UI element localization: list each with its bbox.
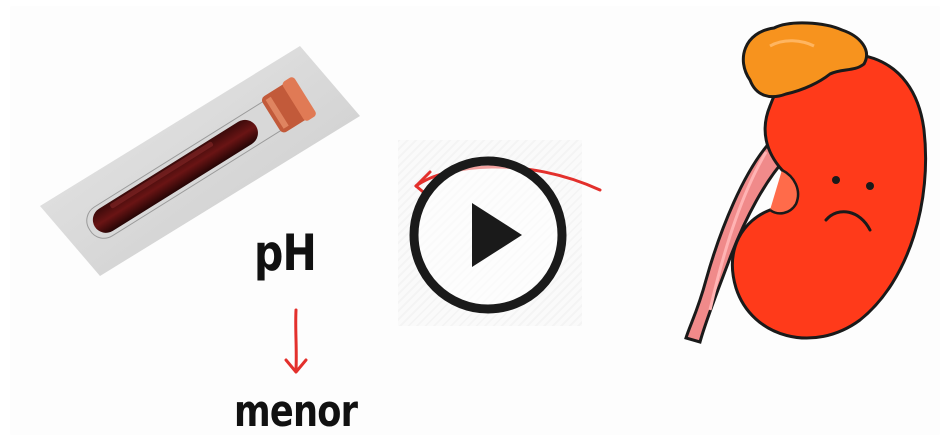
blood-test-tube-icon <box>40 46 360 280</box>
kidney-character-icon <box>674 20 934 354</box>
menor-label: menor <box>234 386 358 435</box>
ph-label: pH <box>254 224 317 282</box>
down-arrow-icon <box>278 308 314 382</box>
video-player[interactable]: pH menor <box>10 6 940 435</box>
play-button[interactable] <box>408 155 568 315</box>
play-icon[interactable] <box>408 155 568 315</box>
